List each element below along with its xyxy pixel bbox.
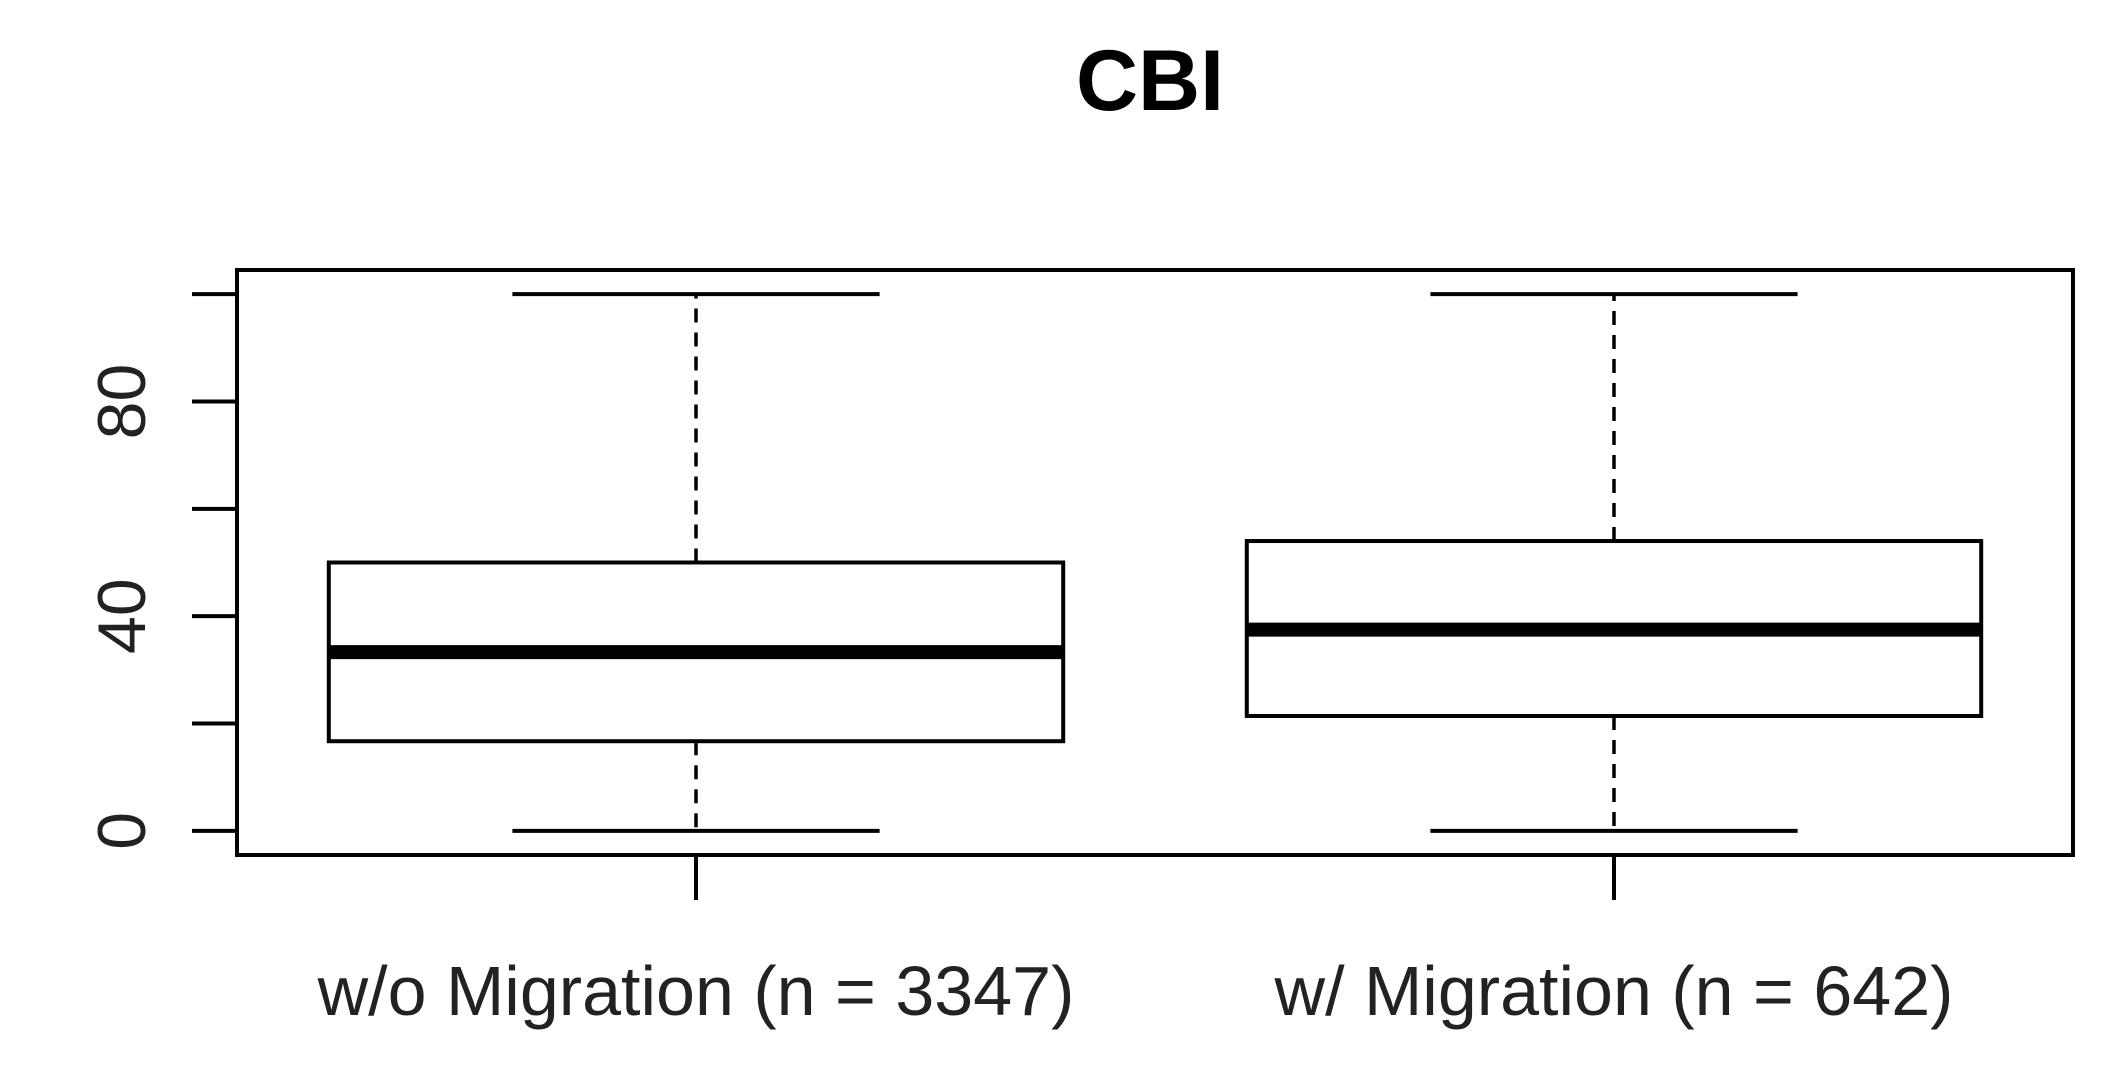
y-tick-label-80: 80 [84, 364, 160, 440]
plot-frame [235, 268, 2075, 857]
boxes-group [326, 292, 1984, 833]
y-axis: 0 40 80 [84, 292, 237, 850]
y-tick-label-0: 0 [84, 812, 160, 850]
x-category-label-2: w/ Migration (n = 642) [1274, 952, 1954, 1030]
box-1 [326, 292, 1066, 833]
y-tick-label-40: 40 [84, 578, 160, 654]
chart-title: CBI [1076, 33, 1224, 129]
x-axis: w/o Migration (n = 3347) w/ Migration (n … [317, 855, 1954, 1030]
box-2 [1244, 292, 1984, 833]
x-category-label-1: w/o Migration (n = 3347) [317, 952, 1075, 1030]
